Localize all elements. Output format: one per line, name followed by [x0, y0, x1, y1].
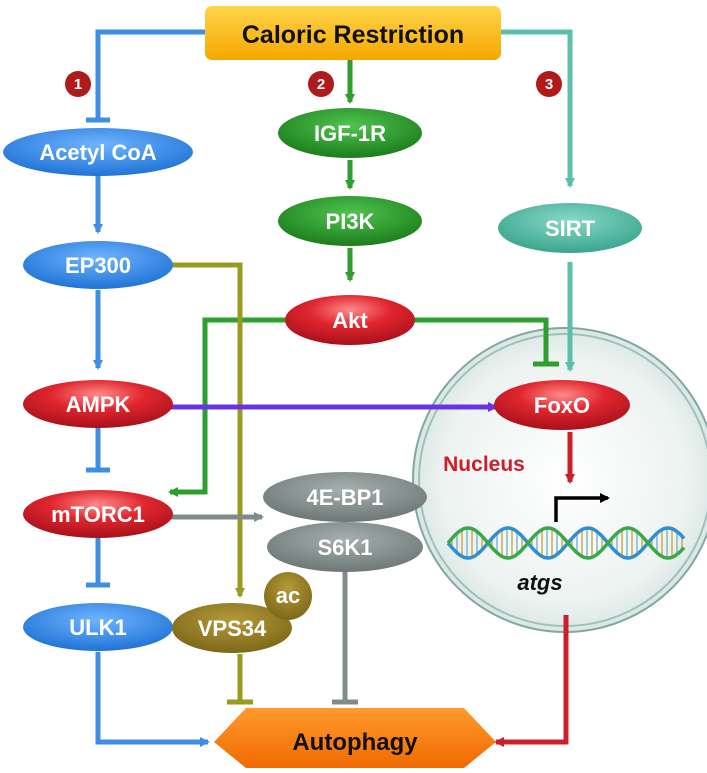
s6k1-label: S6K1 [317, 535, 372, 560]
dna-strand-2 [446, 526, 686, 560]
node-s6k1: S6K1 [267, 522, 423, 572]
node-acetyl-coa: Acetyl CoA [3, 128, 193, 176]
pathway-number-1-label: 1 [74, 76, 82, 93]
node-vps34: VPS34 [172, 603, 292, 653]
vps34-label: VPS34 [198, 616, 267, 641]
nucleus-label: Nucleus [443, 453, 525, 476]
node-ampk: AMPK [23, 380, 173, 428]
ep300-label: EP300 [65, 253, 131, 278]
caloric-restriction-label: Caloric Restriction [242, 21, 464, 49]
ulk1-label: ULK1 [69, 615, 126, 640]
acetyl-coa-label: Acetyl CoA [39, 140, 156, 165]
pathway-number-3-badge: 3 [536, 71, 562, 97]
edge-cr-to-sirt [498, 29, 575, 188]
node-ulk1: ULK1 [23, 603, 173, 651]
dna-helix-icon [446, 526, 686, 560]
pi3k-label: PI3K [326, 209, 375, 234]
akt-label: Akt [332, 308, 368, 333]
atgs-label: atgs [517, 570, 562, 595]
node-foxo: FoxO [494, 380, 630, 430]
sirt-label: SIRT [545, 216, 596, 241]
edge-akt-inhibit-foxo [412, 317, 549, 362]
ac-label: ac [276, 583, 300, 608]
mtorc1-label: mTORC1 [51, 502, 145, 527]
4ebp1-label: 4E-BP1 [306, 485, 383, 510]
foxo-label: FoxO [534, 393, 590, 418]
node-pi3k: PI3K [278, 196, 422, 246]
edge-nucleus-to-autophagy [494, 615, 569, 747]
igf1r-label: IGF-1R [314, 121, 386, 146]
node-mtorc1: mTORC1 [23, 490, 173, 538]
badge-acetylation: ac [264, 572, 312, 620]
node-sirt: SIRT [498, 203, 642, 253]
node-caloric-restriction: Caloric Restriction [205, 6, 501, 60]
node-igf1r: IGF-1R [278, 108, 422, 158]
node-autophagy: Autophagy [214, 708, 496, 768]
edge-cr-to-acetylcoa [95, 29, 208, 118]
node-ep300: EP300 [23, 241, 173, 289]
ampk-label: AMPK [66, 392, 131, 417]
node-akt: Akt [285, 295, 415, 345]
autophagy-label: Autophagy [292, 729, 418, 756]
pathway-number-3-label: 3 [545, 76, 553, 93]
transcription-start-arrow [554, 493, 610, 522]
edge-ep300-to-vps34 [170, 262, 245, 598]
pathway-number-2-label: 2 [317, 76, 325, 93]
pathway-number-1-badge: 1 [65, 71, 91, 97]
pathway-number-2-badge: 2 [308, 71, 334, 97]
edge-ulk1-to-autophagy [95, 652, 210, 747]
node-4ebp1: 4E-BP1 [263, 472, 427, 522]
